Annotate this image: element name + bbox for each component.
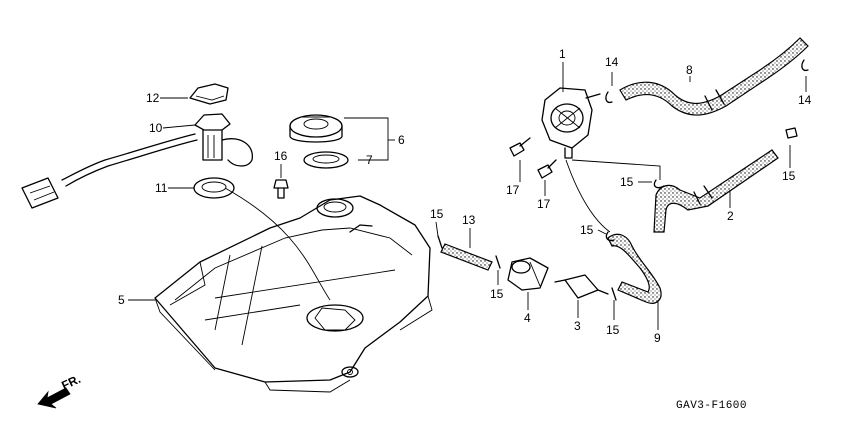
- fuel-unit: [21, 83, 253, 209]
- callout-15d: 15: [430, 207, 444, 221]
- fuel-valve: [541, 87, 601, 159]
- fuel-cap: [289, 114, 349, 169]
- callout-14a: 14: [605, 55, 619, 69]
- hose-13: [440, 243, 493, 271]
- callout-17b: 17: [537, 197, 551, 211]
- hose-2: [653, 149, 779, 233]
- callout-12: 12: [146, 91, 160, 105]
- callout-11: 11: [155, 181, 168, 195]
- fuel-tank: [154, 195, 433, 393]
- callout-2: 2: [727, 209, 734, 223]
- callout-5: 5: [118, 293, 125, 307]
- callout-6: 6: [398, 133, 405, 147]
- callout-15b: 15: [782, 169, 796, 183]
- fuel-strainer: [554, 274, 609, 299]
- callout-4: 4: [524, 311, 531, 325]
- fuel-filter: [507, 257, 549, 291]
- callout-15c: 15: [580, 223, 594, 237]
- callout-labels: 1 12 10 11 5 6 7 16 17 17 8 14 14 15 15 …: [118, 47, 812, 345]
- front-label: FR.: [59, 372, 82, 393]
- callout-9: 9: [654, 331, 661, 345]
- callout-15e: 15: [490, 287, 504, 301]
- diagram-code: GAV3-F1600: [676, 400, 747, 412]
- callout-1: 1: [559, 47, 566, 61]
- hose-clips: [437, 59, 809, 301]
- callout-16: 16: [274, 149, 288, 163]
- leader-lines: [128, 62, 807, 330]
- bolt-16: [273, 179, 289, 199]
- callout-7: 7: [366, 153, 373, 167]
- front-direction-arrow: FR.: [37, 372, 83, 409]
- callout-15a: 15: [620, 175, 634, 189]
- callout-10: 10: [149, 121, 163, 135]
- bolt-17: [509, 137, 557, 179]
- callout-14b: 14: [798, 93, 812, 107]
- callout-8: 8: [686, 63, 693, 77]
- callout-15f: 15: [606, 323, 620, 337]
- callout-17a: 17: [506, 183, 520, 197]
- callout-13: 13: [462, 213, 476, 227]
- hose-9: [607, 233, 662, 304]
- callout-3: 3: [574, 319, 581, 333]
- hose-8: [619, 37, 809, 116]
